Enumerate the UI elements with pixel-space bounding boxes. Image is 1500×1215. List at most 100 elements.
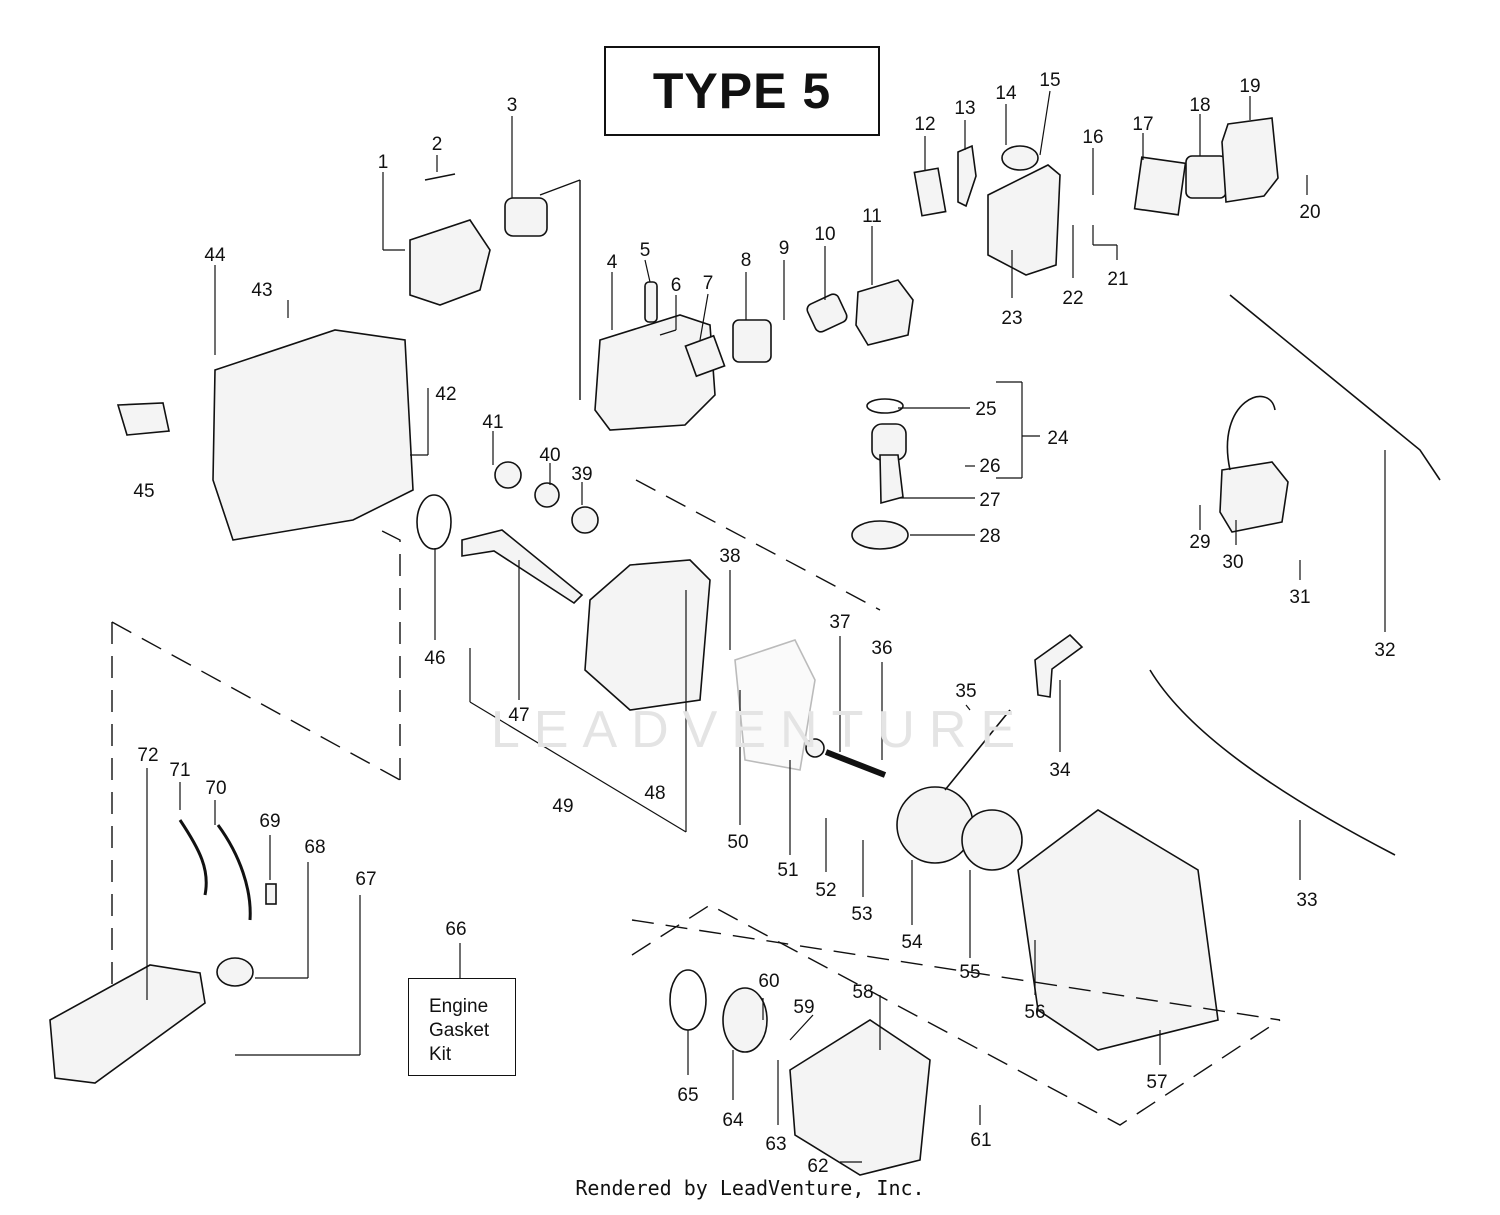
callout-52: 52 — [815, 880, 836, 901]
part-o-ring — [416, 494, 452, 550]
part-gasket-10 — [806, 293, 848, 333]
part-cylinder — [594, 314, 716, 431]
part-disc-65 — [669, 969, 707, 1031]
callout-8: 8 — [741, 250, 752, 271]
callout-69: 69 — [259, 811, 280, 832]
callout-10: 10 — [814, 224, 835, 245]
callout-19: 19 — [1239, 76, 1260, 97]
part-fuel-line-71 — [178, 819, 208, 896]
part-primer-bulb — [1001, 145, 1039, 171]
part-air-filter-housing — [987, 164, 1061, 276]
callout-53: 53 — [851, 904, 872, 925]
part-washer-51 — [805, 738, 825, 758]
watermark-text: LEADVENTURE — [490, 701, 1030, 759]
callout-51: 51 — [777, 860, 798, 881]
callout-33: 33 — [1296, 890, 1317, 911]
part-nut-68 — [216, 957, 254, 987]
callout-16: 16 — [1082, 127, 1103, 148]
page-title: TYPE 5 — [604, 46, 880, 136]
callout-29: 29 — [1189, 532, 1210, 553]
callout-34: 34 — [1049, 760, 1071, 781]
part-fuel-tank — [49, 964, 206, 1084]
engine-gasket-kit-label: Engine Gasket Kit — [408, 978, 516, 1076]
part-air-filter — [1185, 155, 1227, 199]
part-clutch — [722, 987, 768, 1053]
part-filter-frame — [1133, 156, 1187, 216]
callout-24: 24 — [1047, 428, 1069, 449]
callout-62: 62 — [807, 1156, 828, 1177]
part-gasket-28 — [851, 520, 909, 550]
part-bearing-41 — [494, 461, 522, 489]
part-starter-rope — [944, 709, 1011, 791]
callout-46: 46 — [424, 648, 445, 669]
part-connecting-rod — [879, 454, 904, 505]
callout-20: 20 — [1299, 202, 1320, 223]
part-shaft-37 — [824, 749, 887, 778]
callout-31: 31 — [1289, 587, 1310, 608]
callout-56: 56 — [1024, 1002, 1045, 1023]
callout-40: 40 — [539, 445, 560, 466]
callout-72: 72 — [137, 745, 158, 766]
callout-37: 37 — [829, 612, 850, 633]
callout-21: 21 — [1107, 269, 1128, 290]
callout-59: 59 — [793, 997, 814, 1018]
part-ignition-module — [1219, 461, 1289, 533]
part-crankcase — [584, 559, 711, 711]
callout-42: 42 — [435, 384, 456, 405]
callout-57: 57 — [1146, 1072, 1167, 1093]
part-bracket — [116, 402, 170, 436]
callout-15: 15 — [1039, 70, 1060, 91]
callout-32: 32 — [1374, 640, 1395, 661]
part-starter-housing — [1017, 809, 1219, 1051]
callout-14: 14 — [995, 83, 1017, 104]
callout-4: 4 — [607, 252, 618, 273]
callout-35: 35 — [955, 681, 976, 702]
callout-5: 5 — [640, 240, 651, 261]
part-cable-33 — [1149, 669, 1396, 856]
part-pin — [424, 173, 456, 181]
part-carburetor — [855, 279, 914, 346]
callout-45: 45 — [133, 481, 154, 502]
callout-58: 58 — [852, 982, 873, 1003]
callout-48: 48 — [644, 783, 665, 804]
part-recoil-spring — [961, 809, 1023, 871]
part-bearing-40 — [534, 482, 560, 508]
callout-68: 68 — [304, 837, 325, 858]
callout-17: 17 — [1132, 114, 1153, 135]
callout-44: 44 — [204, 245, 226, 266]
callout-36: 36 — [871, 638, 892, 659]
callout-11: 11 — [862, 206, 882, 227]
callout-18: 18 — [1189, 95, 1210, 116]
callout-66: 66 — [445, 919, 466, 940]
callout-49: 49 — [552, 796, 573, 817]
callout-63: 63 — [765, 1134, 786, 1155]
part-cylinder-cover — [409, 219, 491, 306]
callout-47: 47 — [508, 705, 529, 726]
kit-line-3: Kit — [429, 1044, 452, 1065]
callout-27: 27 — [979, 490, 1000, 511]
kit-line-2: Gasket — [429, 1020, 490, 1041]
part-bearing-39 — [571, 506, 599, 534]
callout-3: 3 — [507, 95, 518, 116]
callout-23: 23 — [1001, 308, 1022, 329]
part-engine-shroud — [212, 329, 414, 541]
callout-7: 7 — [703, 273, 714, 294]
part-muffler-screen — [504, 197, 548, 237]
callout-30: 30 — [1222, 552, 1243, 573]
callout-55: 55 — [959, 962, 980, 983]
callout-26: 26 — [979, 456, 1000, 477]
part-gasket-7 — [684, 334, 726, 378]
callout-65: 65 — [677, 1085, 698, 1106]
callout-6: 6 — [671, 275, 682, 296]
callout-28: 28 — [979, 526, 1000, 547]
callout-64: 64 — [722, 1110, 744, 1131]
part-filter-cover — [1221, 117, 1279, 203]
callout-1: 1 — [378, 152, 389, 173]
callout-22: 22 — [1062, 288, 1083, 309]
part-spark-plug — [644, 281, 658, 323]
callout-41: 41 — [482, 412, 503, 433]
part-starter-handle — [1034, 633, 1084, 698]
callout-12: 12 — [914, 114, 935, 135]
